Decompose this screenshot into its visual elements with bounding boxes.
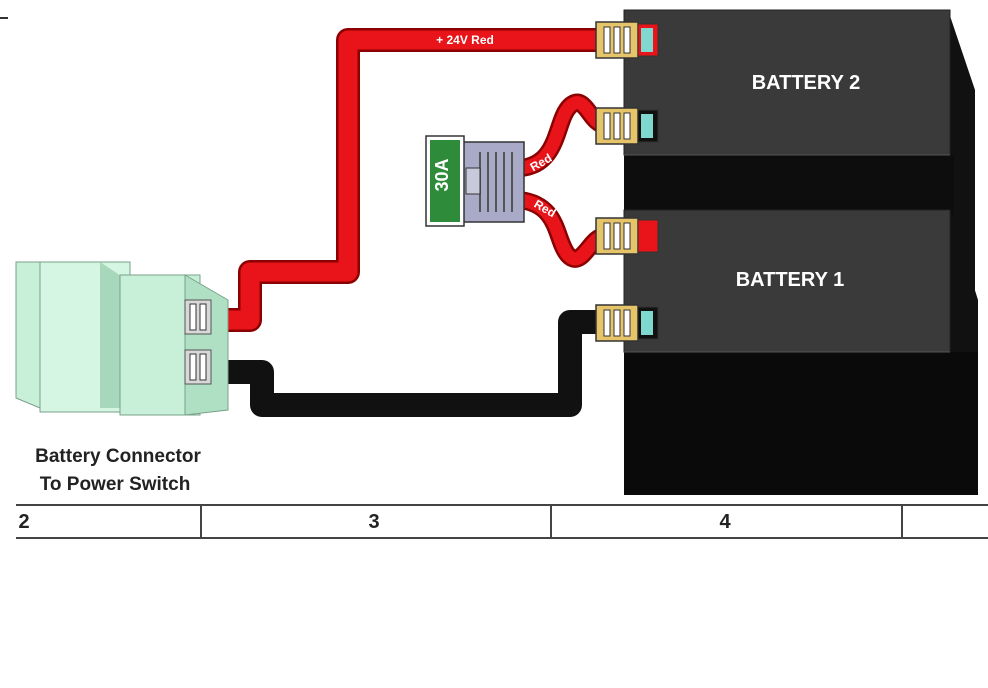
battery-2-top-face: [623, 9, 951, 156]
battery-1-top-face: [623, 209, 951, 353]
fuse-top-wire-core: [513, 96, 612, 175]
grid-cell-2: 2: [18, 511, 29, 533]
fuse-bottom-wire-core: [513, 193, 612, 266]
positive-main-wire-core: [218, 30, 605, 330]
fuse-30a: 30A: [425, 135, 525, 227]
terminal-battery-1-negative: [595, 304, 659, 342]
fuse-label: 30A: [432, 158, 452, 191]
grid-cell-3: 3: [368, 511, 379, 533]
terminal-battery-2-positive: [595, 21, 659, 59]
connector-caption-line1: Battery Connector: [35, 446, 201, 467]
positive-main-wire-label: + 24V Red: [436, 33, 494, 47]
battery-2-label: BATTERY 2: [752, 72, 861, 94]
battery-2-lower-body: [624, 155, 954, 215]
terminal-battery-2-negative: [595, 107, 659, 145]
battery-connector: [15, 261, 229, 416]
connector-caption-line2: To Power Switch: [40, 474, 191, 495]
battery-1: BATTERY 1: [623, 209, 978, 495]
grid-cell-4: 4: [719, 511, 731, 533]
negative-main-wire: [218, 310, 605, 417]
terminal-battery-1-positive: [595, 217, 659, 255]
battery-1-lower-body: [624, 352, 978, 495]
grid-strip: 2 3 4: [16, 504, 988, 539]
battery-1-label: BATTERY 1: [736, 269, 845, 291]
